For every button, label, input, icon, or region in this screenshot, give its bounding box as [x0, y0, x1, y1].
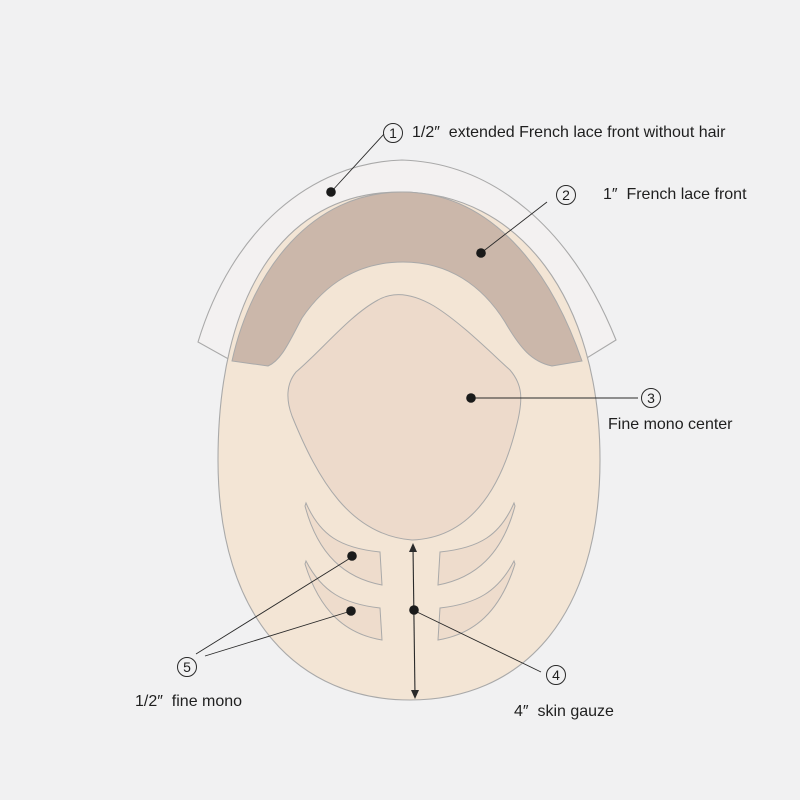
marker-dot-5a [347, 551, 357, 561]
callout-label-4: 4″ skin gauze [514, 703, 614, 720]
french-lace-front-region [231, 191, 583, 367]
callout-label-3: Fine mono center [608, 416, 733, 433]
skin-gauze-dimension-arrow [409, 543, 419, 699]
fine-mono-strip-right-2 [437, 559, 516, 641]
marker-dot-5b [346, 606, 356, 616]
leader-line-2 [480, 201, 548, 254]
callout-number-1: 1 [383, 123, 403, 143]
fine-mono-strip-left-1 [304, 501, 383, 586]
callout-number-5: 5 [177, 657, 197, 677]
callout-label-5: 1/2″ fine mono [135, 693, 243, 710]
callout-label-1: 1/2″ extended French lace front without … [412, 124, 726, 141]
marker-dot-1 [326, 187, 336, 197]
callout-number-2: 2 [556, 185, 576, 205]
leader-line-4 [414, 610, 542, 673]
leader-line-5a [195, 556, 353, 655]
leader-line-1 [330, 133, 385, 193]
marker-dot-3 [466, 393, 476, 403]
fine-mono-strip-left-2 [304, 559, 383, 641]
callout-number-4: 4 [546, 665, 566, 685]
callout-label-2: 1″ French lace front [603, 186, 747, 203]
fine-mono-center-region [287, 294, 522, 541]
marker-dot-2 [476, 248, 486, 258]
fine-mono-strip-right-1 [437, 501, 516, 586]
marker-dot-4 [409, 605, 419, 615]
callout-number-3: 3 [641, 388, 661, 408]
leader-line-5b [204, 610, 352, 657]
